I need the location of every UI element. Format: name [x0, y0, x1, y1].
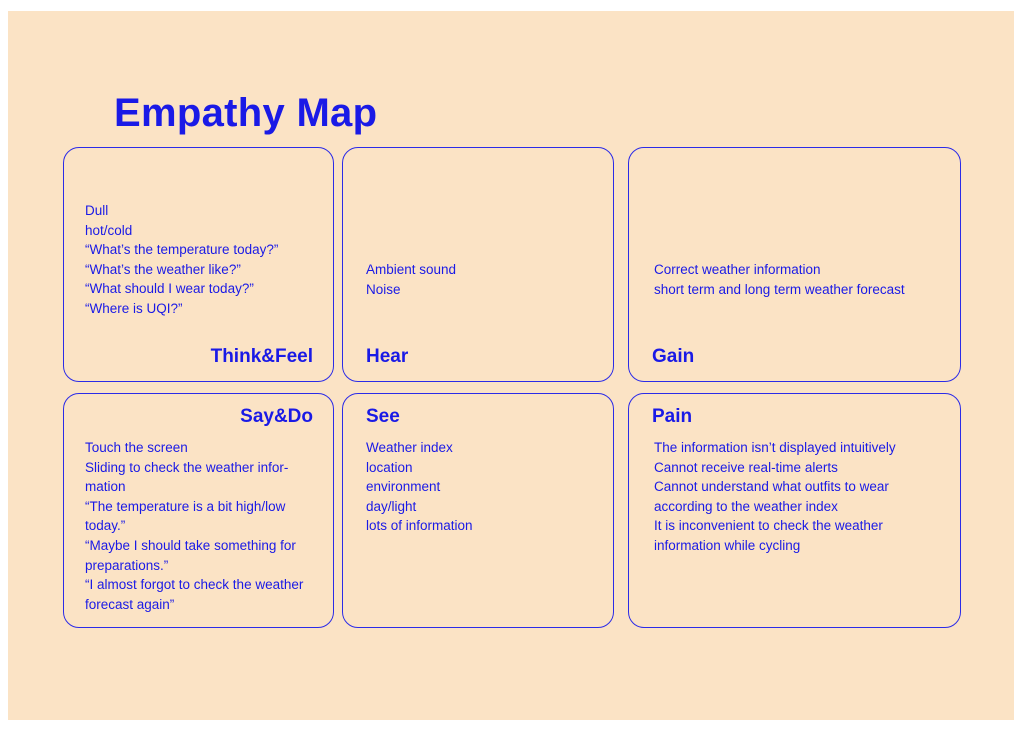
- list-item: today.”: [85, 518, 126, 534]
- list-item: short term and long term weather forecas…: [654, 281, 905, 297]
- pain-list: The information isn’t displayed intuitiv…: [654, 438, 954, 556]
- hear-list: Ambient sound Noise: [366, 260, 601, 299]
- list-item: It is inconvenient to check the weather: [654, 518, 883, 534]
- list-item: Sliding to check the weather infor-: [85, 459, 289, 475]
- hear-heading: Hear: [366, 346, 409, 367]
- pain-heading: Pain: [652, 406, 693, 427]
- list-item: “What’s the weather like?”: [85, 261, 241, 277]
- think-feel-heading: Think&Feel: [210, 346, 313, 367]
- say-do-list: Touch the screen Sliding to check the we…: [85, 438, 329, 614]
- list-item: “Maybe I should take something for: [85, 537, 296, 553]
- list-item: Ambient sound: [366, 262, 457, 277]
- list-item: according to the weather index: [654, 498, 838, 514]
- list-item: day/light: [366, 498, 417, 514]
- page-title: Empathy Map: [114, 91, 378, 135]
- say-do-heading: Say&Do: [240, 406, 313, 427]
- card-gain: Correct weather information short term a…: [628, 147, 961, 382]
- list-item: Cannot receive real-time alerts: [654, 459, 838, 475]
- card-say-do: Say&Do Touch the screen Sliding to check…: [63, 393, 334, 628]
- card-see: See Weather index location environment d…: [342, 393, 614, 628]
- list-item: information while cycling: [654, 537, 801, 553]
- think-feel-list: Dull hot/cold “What’s the temperature to…: [85, 201, 320, 319]
- card-think-feel: Dull hot/cold “What’s the temperature to…: [63, 147, 334, 382]
- list-item: preparations.”: [85, 557, 169, 573]
- list-item: mation: [85, 479, 126, 495]
- card-pain: Pain The information isn’t displayed int…: [628, 393, 961, 628]
- list-item: Cannot understand what outfits to wear: [654, 479, 889, 495]
- list-item: “I almost forgot to check the weather: [85, 577, 304, 593]
- list-item: “What’s the temperature today?”: [85, 242, 279, 258]
- list-item: Noise: [366, 281, 401, 297]
- see-heading: See: [366, 406, 400, 427]
- see-list: Weather index location environment day/l…: [366, 438, 601, 536]
- list-item: location: [366, 459, 413, 475]
- list-item: The information isn’t displayed intuitiv…: [654, 440, 896, 455]
- list-item: hot/cold: [85, 222, 133, 238]
- list-item: “What should I wear today?”: [85, 281, 254, 297]
- empathy-map-canvas: Empathy Map: [8, 11, 1014, 720]
- list-item: Correct weather information: [654, 262, 821, 277]
- list-item: “The temperature is a bit high/low: [85, 498, 286, 514]
- list-item: forecast again”: [85, 596, 175, 612]
- list-item: Touch the screen: [85, 440, 188, 455]
- gain-list: Correct weather information short term a…: [654, 260, 954, 299]
- list-item: “Where is UQI?”: [85, 300, 183, 316]
- list-item: Dull: [85, 203, 109, 218]
- card-hear: Ambient sound Noise Hear: [342, 147, 614, 382]
- list-item: environment: [366, 479, 441, 495]
- list-item: lots of information: [366, 518, 473, 534]
- gain-heading: Gain: [652, 346, 695, 367]
- list-item: Weather index: [366, 440, 453, 455]
